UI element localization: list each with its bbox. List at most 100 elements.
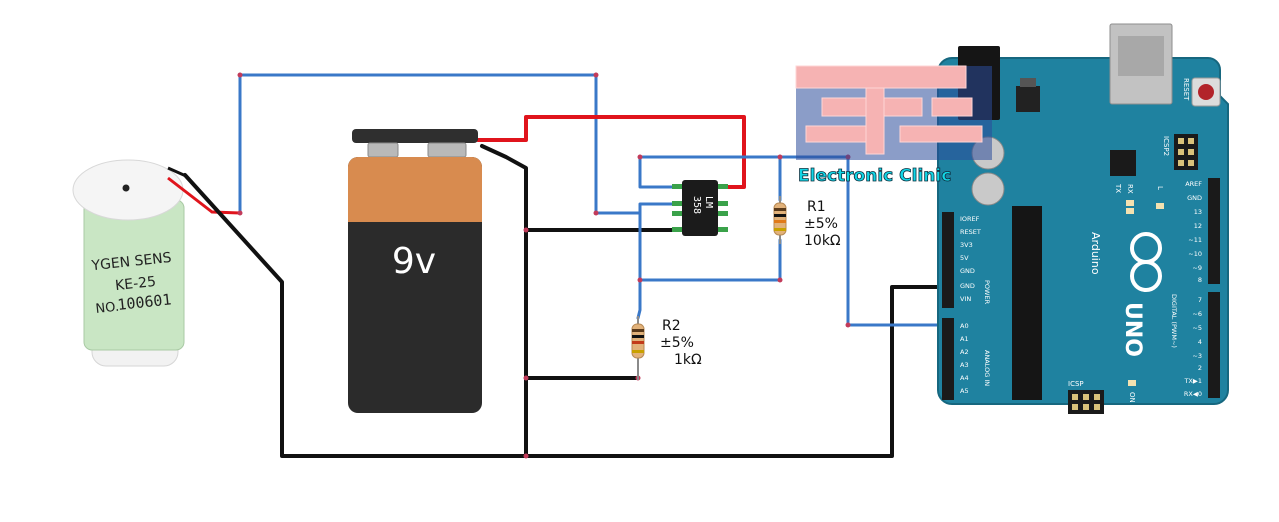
r2-value: 1kΩ — [674, 352, 702, 368]
ic-pins — [672, 184, 728, 232]
wire-feedback-top — [638, 155, 850, 189]
battery-voltage-label: 9v — [392, 241, 436, 282]
watermark-logo-shape — [795, 65, 983, 155]
battery-terminal-positive — [427, 142, 467, 158]
r2-band — [632, 350, 644, 353]
capacitor — [971, 172, 1005, 206]
arduino-logo — [1130, 232, 1162, 292]
r2-band — [632, 329, 644, 332]
logo-bar — [899, 125, 983, 143]
digital-pin-label: ~10 — [1188, 250, 1202, 258]
digital-header-top — [1208, 178, 1220, 284]
icsp-pin — [1178, 149, 1184, 155]
icsp-pins — [1072, 394, 1100, 410]
junction-dot — [637, 277, 643, 283]
power-header-label: POWER — [983, 280, 991, 305]
junction-dot — [777, 277, 783, 283]
digital-pin-label: ~9 — [1192, 264, 1202, 272]
junction-dot — [523, 453, 529, 459]
sensor-lead-red — [167, 176, 213, 214]
icsp-pin — [1188, 138, 1194, 144]
digital-pin-label: GND — [1187, 194, 1202, 202]
arduino-model-label: UNO — [1120, 302, 1145, 357]
battery-connector-clip — [352, 129, 478, 143]
resistor-r2: R2 ±5% 1kΩ — [631, 316, 702, 380]
arduino-brand-label: Arduino — [1089, 232, 1102, 275]
op-amp-ic: LM 358 — [672, 180, 728, 236]
icsp-pin — [1072, 404, 1078, 410]
icsp2-header — [1174, 134, 1198, 170]
tx-label: TX — [1114, 183, 1122, 193]
ic-pin — [672, 184, 684, 189]
battery-terminal-negative — [367, 142, 399, 158]
logo-bar — [931, 97, 973, 117]
usb-port-inner — [1118, 36, 1164, 76]
ic-pin — [716, 211, 728, 216]
digital-pin-label: 13 — [1194, 208, 1202, 216]
junction-dot — [777, 154, 783, 160]
sensor-lead-black — [167, 166, 187, 178]
icsp-pin — [1072, 394, 1078, 400]
r2-band — [632, 335, 644, 338]
r1-band — [774, 214, 786, 217]
analog-pin-labels: A0 A1 A2 A3 A4 A5 — [960, 322, 969, 395]
r1-band — [774, 208, 786, 211]
r2-tolerance: ±5% — [660, 335, 694, 351]
digital-pin-label: 12 — [1194, 222, 1202, 230]
logo-loop-right — [1130, 260, 1162, 292]
r1-band — [774, 228, 786, 231]
on-label: ON — [1128, 392, 1136, 403]
reset-button-cap — [1198, 84, 1214, 100]
reset-label: RESET — [1182, 78, 1190, 101]
ic-pin — [672, 211, 684, 216]
r2-band — [632, 341, 644, 344]
icsp-label: ICSP — [1068, 380, 1084, 388]
icsp2-pins — [1178, 138, 1194, 166]
ic-label-line1: LM — [703, 196, 714, 208]
digital-pin-label: RX◀0 — [1184, 390, 1202, 398]
icsp-pin — [1188, 149, 1194, 155]
battery-9v: 9v — [348, 129, 482, 413]
junction-dot — [593, 210, 599, 216]
junction-dot — [845, 322, 851, 328]
analog-pin-label: A4 — [960, 374, 969, 382]
arduino-uno-board: RESET ICSP2 TX RX L Arduino UNO — [937, 23, 1229, 414]
ic-label-line2: 358 — [691, 196, 702, 214]
rx-led — [1126, 208, 1134, 214]
power-pin-label: GND — [960, 282, 975, 290]
junction-dot — [237, 210, 243, 216]
analog-header — [942, 318, 954, 400]
l-led — [1156, 203, 1164, 209]
junction-dot — [237, 72, 243, 78]
r1-name: R1 — [807, 199, 826, 215]
icsp-pin — [1178, 160, 1184, 166]
analog-pin-label: A0 — [960, 322, 969, 330]
l-label: L — [1156, 186, 1164, 190]
junction-dot — [523, 227, 529, 233]
ic-pin — [672, 227, 684, 232]
usb-controller-chip — [1110, 150, 1136, 176]
power-pin-labels: IOREF RESET 3V3 5V GND GND VIN — [960, 215, 981, 303]
digital-pin-label: AREF — [1185, 180, 1202, 188]
ic-pin — [672, 201, 684, 206]
watermark-text: Electronic Clinic — [798, 166, 951, 186]
junction-dot — [593, 72, 599, 78]
ic-body — [682, 180, 718, 236]
wire-junctions — [237, 72, 851, 459]
ic-pin — [716, 201, 728, 206]
wire-battery-negative — [480, 144, 682, 232]
icsp-pin — [1083, 394, 1089, 400]
power-pin-label: GND — [960, 267, 975, 275]
power-pin-label: IOREF — [960, 215, 980, 223]
analog-pin-label: A2 — [960, 348, 969, 356]
logo-bar — [865, 87, 885, 155]
logo-bar — [795, 65, 967, 89]
digital-pin-label: ~5 — [1192, 324, 1202, 332]
digital-pin-label: ~6 — [1192, 310, 1202, 318]
icsp2-label: ICSP2 — [1162, 136, 1170, 156]
icsp-header — [1068, 390, 1104, 414]
digital-pin-label: 2 — [1198, 364, 1202, 372]
analog-pin-label: A1 — [960, 335, 969, 343]
